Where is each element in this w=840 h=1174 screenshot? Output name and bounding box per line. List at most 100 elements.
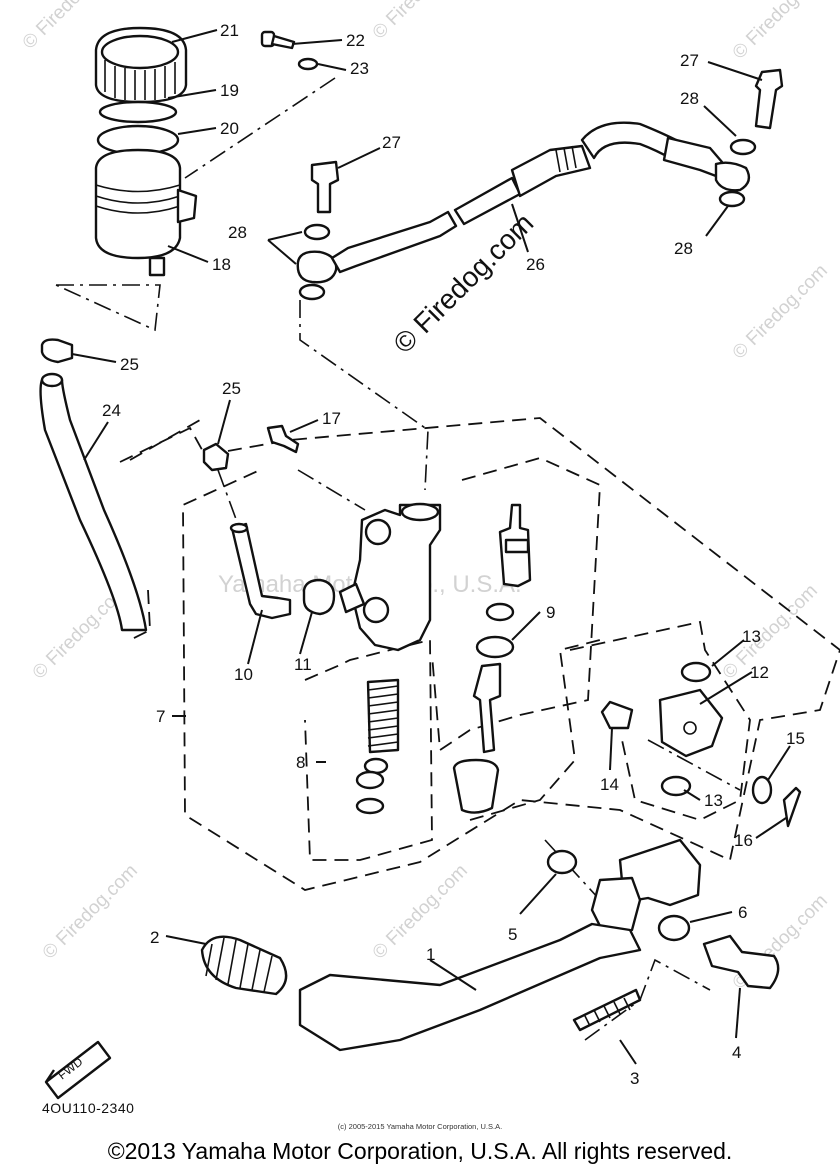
part-labels: 1 2 3 4 5 6 7 8 9 10 11 12 13 13 14 15 1… xyxy=(102,21,805,1088)
leader xyxy=(299,611,313,655)
copper-washer xyxy=(729,138,757,156)
washer-15 xyxy=(751,775,773,805)
spring xyxy=(366,678,400,754)
nut-13 xyxy=(660,775,692,797)
part-label: 6 xyxy=(738,903,747,922)
pivot-bolt-4 xyxy=(702,934,780,990)
part-label: 27 xyxy=(680,51,699,70)
part-label: 16 xyxy=(734,831,753,850)
part-label: 12 xyxy=(750,663,769,682)
bolt-17 xyxy=(266,424,300,454)
part-label: 7 xyxy=(156,707,165,726)
fitting-ridges xyxy=(555,145,577,173)
piston-seal xyxy=(504,538,530,554)
leader xyxy=(217,399,231,445)
leader xyxy=(317,63,347,71)
copper-washer xyxy=(303,223,331,241)
part-label: 17 xyxy=(322,409,341,428)
brake-hose-assembly xyxy=(296,68,784,301)
outline-hose-end xyxy=(129,589,151,641)
washer xyxy=(355,797,385,815)
small-copyright: (c) 2005-2015 Yamaha Motor Corporation, … xyxy=(337,1122,503,1131)
grommet-11 xyxy=(302,578,336,616)
washer xyxy=(297,57,319,71)
cylinder-boss xyxy=(364,518,392,546)
outline-link-12 xyxy=(569,620,751,821)
leader xyxy=(511,203,529,253)
leader xyxy=(247,609,263,665)
pin-14 xyxy=(600,700,634,730)
copper-washer xyxy=(718,190,746,208)
cap-ridges xyxy=(104,60,176,100)
leader xyxy=(705,205,729,237)
part-label: 13 xyxy=(704,791,723,810)
align-line xyxy=(55,284,161,332)
outline-piston-8 xyxy=(431,457,601,752)
align-line xyxy=(647,739,741,791)
bolt-washer-top xyxy=(260,30,319,71)
brake-pipe-bend xyxy=(580,121,678,162)
fwd-arrow-icon xyxy=(44,1040,112,1100)
part-label: 14 xyxy=(600,775,619,794)
banjo-fitting xyxy=(296,250,338,284)
boot xyxy=(452,758,500,814)
reservoir-cap-top xyxy=(100,34,180,70)
leader xyxy=(511,611,541,641)
spring-coils xyxy=(367,685,399,747)
reservoir-rings xyxy=(95,184,181,214)
spring-coils xyxy=(583,997,631,1027)
part-label: 8 xyxy=(296,753,305,772)
leader xyxy=(703,105,737,137)
watermark-text: © Firedog.com xyxy=(369,0,472,44)
watermark-text: © Firedog.com xyxy=(729,0,832,64)
align-line xyxy=(217,469,241,531)
brake-pedal-assembly xyxy=(200,838,780,1052)
hose-fitting xyxy=(510,144,592,198)
part-label: 23 xyxy=(350,59,369,78)
spring-3 xyxy=(572,988,642,1032)
pedal-pivot xyxy=(590,876,642,938)
forward-arrow: FWD xyxy=(44,1040,112,1100)
part-label: 26 xyxy=(526,255,545,274)
bolt-shank xyxy=(270,34,296,50)
leader xyxy=(699,671,753,705)
part-label: 9 xyxy=(546,603,555,622)
diagram-code: 4OU110-2340 xyxy=(42,1100,135,1116)
part-label: 27 xyxy=(382,133,401,152)
align-line xyxy=(297,469,366,511)
reservoir-mount xyxy=(176,188,198,224)
hose-end xyxy=(40,372,64,388)
cylinder-boss xyxy=(362,596,390,624)
outline-spring-8 xyxy=(304,638,433,861)
washer-5 xyxy=(546,849,578,875)
push-rod xyxy=(472,662,502,754)
copper-washer xyxy=(298,283,326,301)
watermark-text: © Firedog.com xyxy=(39,860,142,963)
reservoir-nipple xyxy=(148,256,166,277)
clevis-12 xyxy=(658,688,724,758)
cylinder-inlet xyxy=(338,582,366,614)
leader xyxy=(167,245,209,263)
part-label: 24 xyxy=(102,401,121,420)
leader xyxy=(689,911,733,923)
brake-hose-segment xyxy=(330,210,458,274)
leader xyxy=(167,89,217,99)
leader xyxy=(711,639,745,667)
leader xyxy=(291,39,343,45)
hose-joint-end xyxy=(229,522,249,534)
part-label: 11 xyxy=(294,655,312,674)
part-label: 13 xyxy=(742,627,761,646)
reservoir-body xyxy=(94,148,182,260)
outline-hose-side xyxy=(129,419,201,461)
part-label: 1 xyxy=(426,945,435,964)
main-copyright: ©2013 Yamaha Motor Corporation, U.S.A. A… xyxy=(107,1138,733,1164)
leader xyxy=(609,727,613,771)
reservoir-hose xyxy=(39,338,230,632)
reservoir-assembly xyxy=(94,26,198,277)
leader xyxy=(165,935,207,945)
banjo-fitting xyxy=(714,161,751,192)
outline-inner-step xyxy=(469,639,601,821)
clevis-assembly xyxy=(600,661,802,828)
part-label: 22 xyxy=(346,31,365,50)
